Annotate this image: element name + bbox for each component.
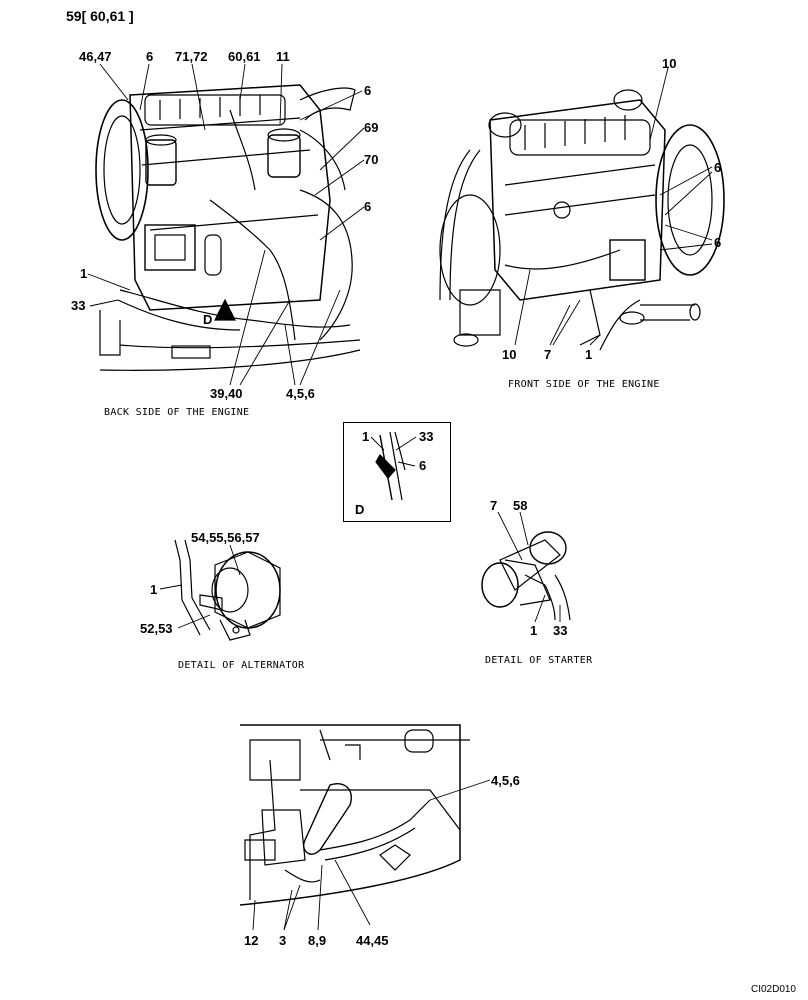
callout-1: 1 xyxy=(150,582,158,597)
inset-callout-33: 33 xyxy=(419,429,434,444)
callout-6: 6 xyxy=(364,199,372,214)
caption-front-side: FRONT SIDE OF THE ENGINE xyxy=(508,379,660,390)
callout-54-55-56-57: 54,55,56,57 xyxy=(191,530,260,545)
callout-3: 3 xyxy=(279,933,287,948)
callout-11: 11 xyxy=(276,49,290,64)
back-leaders xyxy=(87,63,365,386)
callout-44-45: 44,45 xyxy=(356,933,389,948)
callout-6: 6 xyxy=(714,160,722,175)
callout-60-61: 60,61 xyxy=(228,49,261,64)
callout-39-40: 39,40 xyxy=(210,386,243,401)
callout-71-72: 71,72 xyxy=(175,49,208,64)
caption-alternator: DETAIL OF ALTERNATOR xyxy=(178,660,305,671)
callout-7: 7 xyxy=(544,347,552,362)
callout-8-9: 8,9 xyxy=(308,933,327,948)
callout-10: 10 xyxy=(662,56,677,71)
view-marker-d: D xyxy=(203,312,213,327)
chassis-drawing xyxy=(239,724,491,931)
callout-6: 6 xyxy=(364,83,372,98)
callout-33: 33 xyxy=(71,298,86,313)
callout-33: 33 xyxy=(553,623,568,638)
inset-view-d: D xyxy=(355,502,365,517)
callout-1: 1 xyxy=(530,623,538,638)
callout-10: 10 xyxy=(502,347,517,362)
front-leaders xyxy=(514,67,713,346)
figure-reference: 59[ 60,61 ] xyxy=(66,8,134,24)
inset-callout-1: 1 xyxy=(362,429,370,444)
callout-69: 69 xyxy=(364,120,379,135)
back-engine-drawing xyxy=(95,84,361,371)
callout-12: 12 xyxy=(244,933,259,948)
callout-7: 7 xyxy=(490,498,498,513)
callout-6: 6 xyxy=(714,235,722,250)
detail-d-inset xyxy=(343,422,451,522)
callout-52-53: 52,53 xyxy=(140,621,173,636)
figure-code: CI02D010 xyxy=(750,984,796,995)
caption-starter: DETAIL OF STARTER xyxy=(485,655,593,666)
callout-46-47: 46,47 xyxy=(79,49,112,64)
callout-6: 6 xyxy=(146,49,154,64)
inset-d-drawing xyxy=(370,431,417,501)
callout-1: 1 xyxy=(80,266,88,281)
front-engine-drawing xyxy=(439,89,725,351)
callout-4-5-6: 4,5,6 xyxy=(491,773,520,788)
callout-70: 70 xyxy=(364,152,379,167)
callout-58: 58 xyxy=(513,498,528,513)
callout-4-5-6: 4,5,6 xyxy=(286,386,315,401)
callout-1: 1 xyxy=(585,347,593,362)
inset-callout-6: 6 xyxy=(419,458,427,473)
starter-drawing xyxy=(481,511,571,623)
alternator-drawing xyxy=(159,539,281,641)
caption-back-side: BACK SIDE OF THE ENGINE xyxy=(104,407,250,418)
